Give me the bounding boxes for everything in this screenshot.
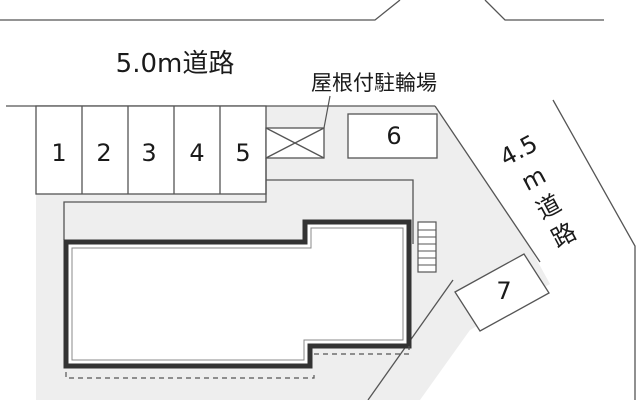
parking-space-label-2: 2 [96,139,111,167]
parking-space-label-3: 3 [141,139,156,167]
lot-east-edge [434,105,541,263]
parking-space-label-6: 6 [386,122,401,150]
eaves-line-east [314,346,410,355]
covered-bicycle-parking-label: 屋根付駐輪場 [311,71,437,95]
parking-space-label-4: 4 [189,139,204,167]
north-road-edge-right [484,0,604,21]
parking-space-7 [454,253,550,332]
east-road-label-line-4: 路 [547,217,581,253]
bicycle-parking-cross-b [265,127,325,159]
parking-row [35,105,267,195]
eaves-line-south [65,372,315,379]
east-road-edge [552,99,636,400]
building-inner-wall [71,227,404,361]
staircase [417,221,437,273]
parking-space-label-1: 1 [51,139,66,167]
parking-space-label-7: 7 [496,277,511,305]
label-leader-line [323,95,331,129]
walkway-edge-right [266,179,414,244]
parking-space-dividers [81,106,221,194]
parking-space-label-5: 5 [235,139,250,167]
parking-space-6 [347,113,438,159]
north-road-edge-left [0,0,401,21]
north-road-label: 5.0m道路 [116,49,235,79]
east-road-label-line-3: 道 [532,189,566,225]
east-road-label-line-2: m [517,161,551,197]
